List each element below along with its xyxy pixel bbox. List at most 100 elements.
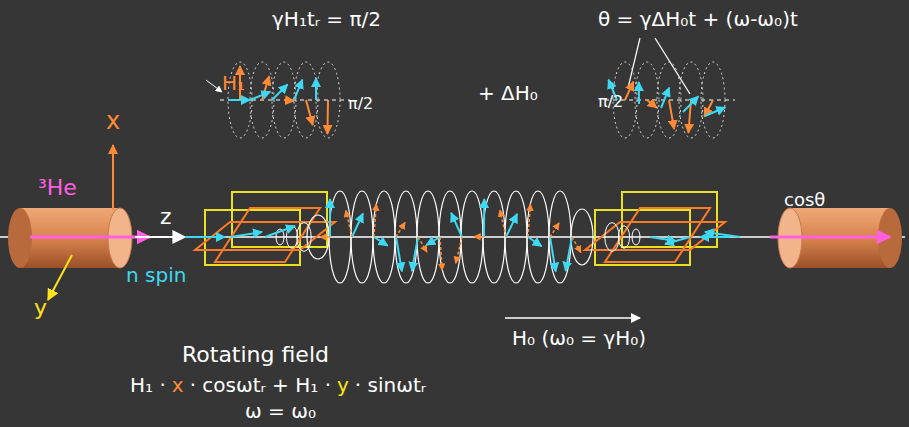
illustration-stroke bbox=[351, 191, 373, 283]
illustration-stroke bbox=[461, 191, 483, 283]
illustration-stroke bbox=[352, 213, 363, 237]
label: x bbox=[172, 374, 184, 396]
illustration-stroke bbox=[566, 237, 572, 271]
left-spin-rotator bbox=[195, 192, 335, 265]
spin-precession bbox=[185, 62, 740, 283]
illustration-stroke bbox=[297, 223, 311, 252]
illustration-stroke bbox=[500, 210, 506, 237]
illustration-stroke bbox=[700, 236, 730, 238]
illustration-stroke bbox=[618, 226, 629, 248]
illustration-stroke bbox=[669, 100, 674, 129]
illustration-stroke bbox=[638, 82, 640, 104]
x-axis-arrow bbox=[112, 145, 114, 210]
illustration-stroke bbox=[439, 191, 461, 283]
illustration-stroke bbox=[506, 214, 517, 237]
illustration-stroke bbox=[770, 236, 890, 239]
illustration-stroke bbox=[30, 236, 150, 239]
illustration-stroke bbox=[550, 223, 559, 237]
illustration-stroke bbox=[418, 237, 427, 252]
illustration-stroke bbox=[647, 100, 657, 108]
illustration-stroke bbox=[625, 82, 633, 100]
label: · cosωtᵣ + H₁ · bbox=[190, 374, 331, 396]
label: π/2 bbox=[348, 95, 373, 113]
illustration-stroke bbox=[346, 210, 352, 237]
label: H₁ · bbox=[130, 374, 166, 396]
illustration-stroke bbox=[307, 215, 329, 259]
illustration-stroke bbox=[272, 62, 296, 138]
illustration-stroke bbox=[206, 80, 222, 92]
illustration-stroke bbox=[294, 80, 302, 100]
reference-line bbox=[220, 100, 350, 101]
illustration-stroke bbox=[483, 199, 485, 237]
illustration-stroke bbox=[571, 209, 593, 265]
illustration-stroke bbox=[316, 62, 340, 138]
illustration-stroke bbox=[572, 237, 581, 253]
leader-line bbox=[655, 38, 690, 94]
label: + ΔH₀ bbox=[478, 82, 538, 104]
illustration-stroke bbox=[374, 204, 376, 237]
illustration-stroke bbox=[550, 237, 556, 272]
illustration-stroke bbox=[635, 62, 659, 138]
right-spin-rotator bbox=[585, 192, 725, 265]
label: y bbox=[34, 296, 47, 320]
illustration-stroke bbox=[8, 208, 32, 268]
illustration-stroke bbox=[284, 99, 294, 102]
label: · sinωtᵣ bbox=[355, 374, 426, 396]
label: π/2 bbox=[598, 93, 623, 111]
illustration-stroke bbox=[701, 62, 725, 138]
illustration-stroke bbox=[250, 92, 270, 100]
illustration-stroke bbox=[315, 78, 317, 100]
illustration-stroke bbox=[412, 237, 418, 271]
illustration-stroke bbox=[605, 223, 619, 252]
label: y bbox=[337, 374, 349, 396]
illustration-stroke bbox=[374, 237, 388, 246]
illustration-stroke bbox=[373, 191, 395, 283]
illustration-stroke bbox=[185, 236, 225, 238]
leader-line bbox=[628, 38, 640, 88]
label: H₀ (ω₀ = γH₀) bbox=[512, 327, 646, 349]
z-axis-arrow bbox=[135, 236, 185, 238]
label: ω = ω₀ bbox=[245, 400, 316, 422]
left-3he-cell bbox=[8, 208, 150, 268]
y-axis-arrow bbox=[48, 255, 72, 300]
illustration-stroke bbox=[294, 62, 318, 138]
illustration-stroke bbox=[665, 237, 690, 244]
label: z bbox=[160, 205, 172, 229]
illustration-stroke bbox=[417, 191, 439, 283]
illustration-stroke bbox=[329, 191, 351, 283]
illustration-stroke bbox=[505, 191, 527, 283]
illustration-stroke bbox=[396, 237, 402, 271]
label: x bbox=[106, 108, 120, 134]
illustration-stroke bbox=[632, 229, 640, 245]
illustration-stroke bbox=[440, 237, 442, 270]
illustration-stroke bbox=[549, 191, 571, 283]
illustration-stroke bbox=[215, 208, 320, 262]
illustration-stroke bbox=[396, 222, 405, 237]
illustration-stroke bbox=[705, 232, 740, 237]
illustration-stroke bbox=[661, 88, 669, 108]
label: ³He bbox=[38, 176, 77, 200]
illustration-stroke bbox=[228, 99, 250, 101]
illustration-stroke bbox=[326, 100, 329, 134]
illustration-stroke bbox=[395, 191, 417, 283]
beam-axis bbox=[0, 236, 905, 238]
illustration-stroke bbox=[272, 84, 288, 100]
right-3he-cell bbox=[770, 208, 902, 268]
illustration-stroke bbox=[265, 226, 295, 237]
label: γH₁tᵣ = π/2 bbox=[272, 8, 381, 30]
label: Rotating field bbox=[182, 343, 329, 367]
illustration-stroke bbox=[320, 236, 330, 238]
illustration-stroke bbox=[474, 236, 484, 238]
illustration-stroke bbox=[262, 76, 269, 100]
illustration-stroke bbox=[527, 191, 549, 283]
illustration-stroke bbox=[306, 100, 313, 125]
illustration-stroke bbox=[657, 62, 681, 138]
illustration-stroke bbox=[705, 107, 725, 116]
illustration-stroke bbox=[683, 96, 698, 112]
illustration-stroke bbox=[451, 213, 462, 237]
label: H₁ bbox=[222, 72, 245, 94]
illustration-stroke bbox=[483, 191, 505, 283]
label: θ = γΔH₀t + (ω-ω₀)t bbox=[598, 8, 798, 30]
